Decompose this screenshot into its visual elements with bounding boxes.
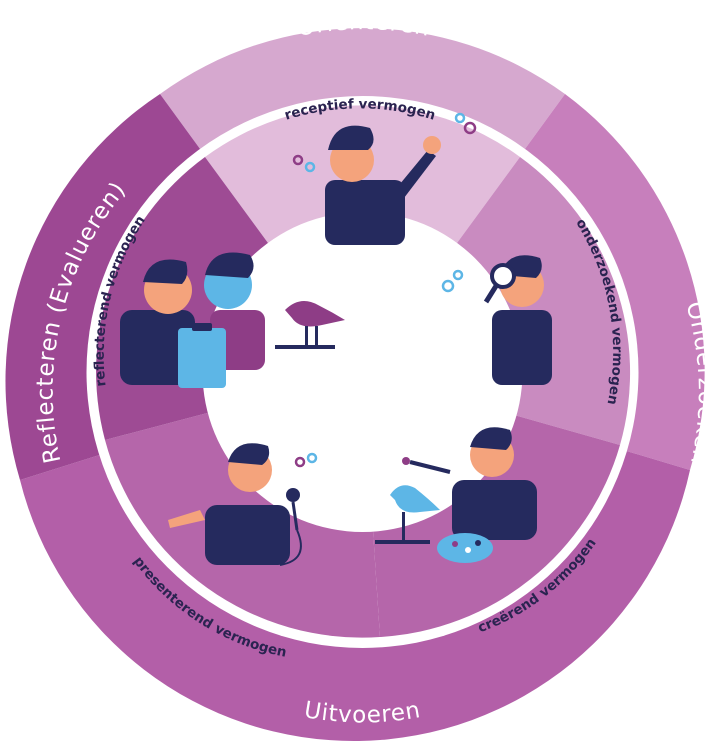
magnifier-icon bbox=[483, 263, 516, 304]
center-core bbox=[202, 212, 523, 532]
center-bird-icon bbox=[275, 301, 345, 349]
paintbrush-icon bbox=[402, 457, 451, 474]
creator-illustration bbox=[375, 427, 537, 563]
bird-sculpture-icon bbox=[375, 485, 440, 544]
palette-icon bbox=[437, 533, 493, 563]
clipboard-icon bbox=[178, 323, 226, 388]
presenter-illustration bbox=[168, 443, 318, 566]
researcher-illustration bbox=[441, 255, 552, 385]
reflecting-pair-illustration bbox=[120, 252, 265, 388]
idea-bubbles-icon bbox=[292, 112, 477, 173]
receptive-person-illustration bbox=[292, 112, 477, 245]
microphone-icon bbox=[279, 488, 302, 566]
